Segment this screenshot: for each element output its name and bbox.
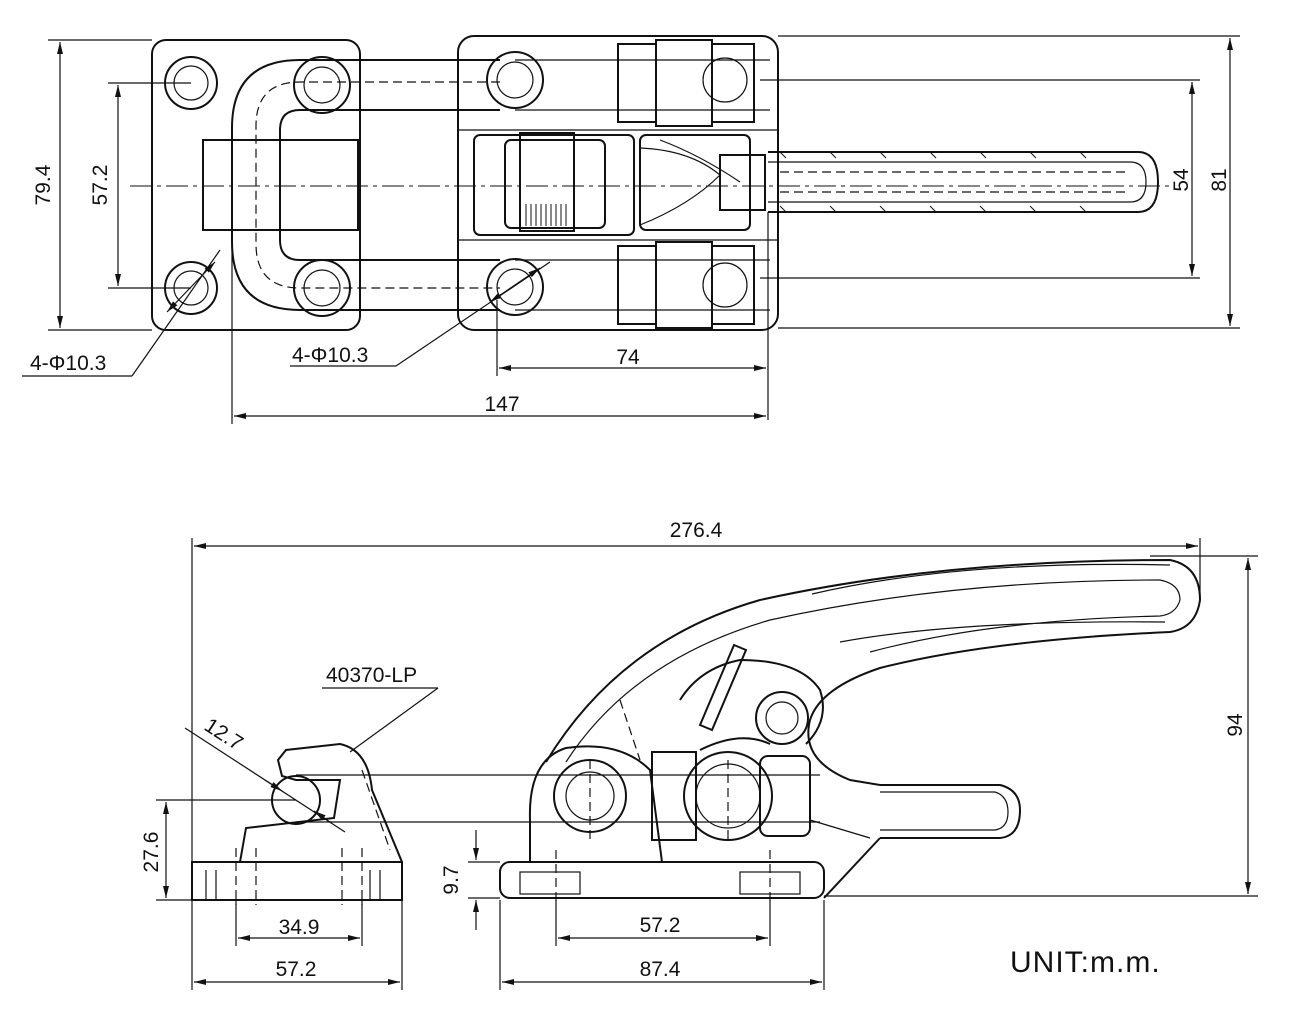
- part-number-label: 40370-LP: [326, 664, 417, 687]
- dim-57-2-catch-label: 57.2: [276, 958, 317, 981]
- dim-12-7-label: 12.7: [200, 714, 247, 756]
- dimensions-top: [22, 35, 1240, 424]
- dim-276-4-label: 276.4: [670, 519, 723, 542]
- dimensions-side: [156, 538, 1258, 990]
- unit-label: UNIT:m.m.: [1010, 946, 1161, 979]
- dim-54-label: 54: [1170, 168, 1193, 192]
- clamp-body-top: [457, 35, 779, 331]
- clamp-body-side: [296, 558, 1202, 899]
- hole-callout-left: 4-Φ10.3: [30, 352, 106, 375]
- dim-9-7-label: 9.7: [440, 865, 463, 894]
- dim-81-label: 81: [1208, 168, 1231, 191]
- dim-34-9-label: 34.9: [279, 916, 320, 939]
- dim-87-4-label: 87.4: [640, 958, 681, 981]
- dim-27-6-label: 27.6: [140, 832, 163, 873]
- knurled-roller: [525, 204, 567, 226]
- dim-74-label: 74: [616, 346, 640, 369]
- hole-callout-right: 4-Φ10.3: [292, 344, 368, 367]
- dim-79-4-label: 79.4: [32, 164, 55, 205]
- dim-57-2-left-label: 57.2: [89, 165, 112, 206]
- side-view: 276.4 94 40370-LP 12.7 27.6 34.9 57.2 9.…: [140, 519, 1258, 990]
- dim-57-2-base-label: 57.2: [640, 914, 681, 937]
- dim-147-label: 147: [484, 393, 519, 416]
- handle-top: [768, 151, 1160, 213]
- catch-plate-side: [191, 742, 403, 905]
- top-view: 79.4 57.2 54 81 74 147 4-Φ10.3 4-Φ10.3: [22, 35, 1240, 424]
- catch-plate-top: [151, 39, 500, 331]
- dim-94-label: 94: [1224, 713, 1247, 737]
